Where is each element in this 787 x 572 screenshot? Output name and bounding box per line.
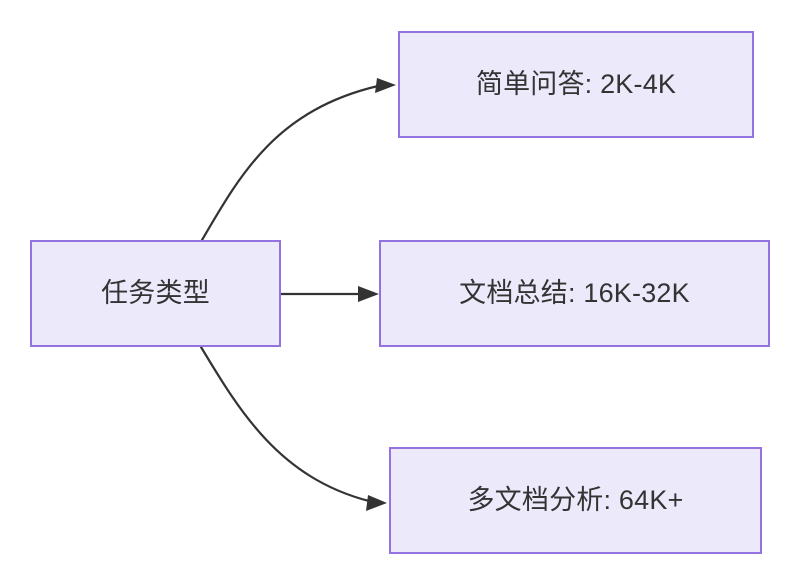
node-root-task-type[interactable]: 任务类型	[30, 240, 281, 347]
edge-root-to-summary	[279, 286, 379, 302]
node-document-summary[interactable]: 文档总结: 16K-32K	[379, 240, 770, 347]
node-document-summary-label: 文档总结: 16K-32K	[459, 278, 690, 309]
node-multi-document-analysis-label: 多文档分析: 64K+	[467, 485, 684, 516]
edge-root-to-simple	[200, 78, 396, 242]
arrowhead-icon	[375, 78, 396, 93]
arrowhead-icon	[366, 495, 387, 511]
node-multi-document-analysis[interactable]: 多文档分析: 64K+	[389, 447, 762, 554]
node-simple-qa[interactable]: 简单问答: 2K-4K	[398, 31, 754, 138]
arrowhead-icon	[358, 286, 379, 302]
edge-root-to-multidoc-path	[199, 345, 371, 503]
edge-root-to-simple-path	[200, 84, 380, 242]
node-simple-qa-label: 简单问答: 2K-4K	[475, 69, 677, 100]
node-root-label: 任务类型	[101, 278, 210, 309]
edge-root-to-multidoc	[199, 345, 387, 511]
